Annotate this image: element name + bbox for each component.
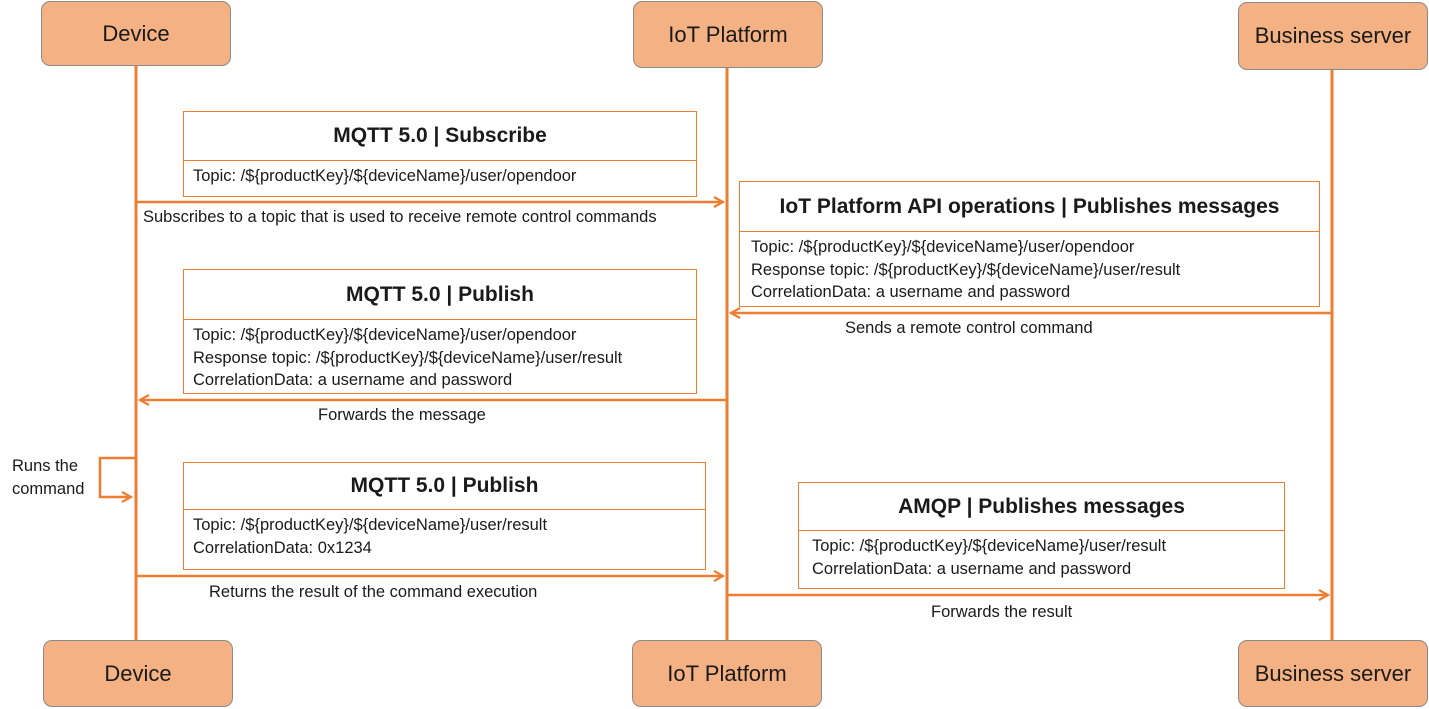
send-command-arrow-label: Sends a remote control command	[845, 319, 1093, 337]
actor-business-server-label: Business server	[1254, 23, 1412, 48]
amqp-publish-topic: Topic: /${productKey}/${deviceName}/user…	[812, 537, 1167, 555]
result-publish-correlation: CorrelationData: 0x1234	[193, 538, 372, 557]
actor-iot-platform-top: IoT Platform	[633, 1, 823, 68]
actor-device-bottom: Device	[43, 640, 233, 707]
run-command-loop	[98, 456, 136, 497]
actor-iot-platform-bottom: IoT Platform	[632, 640, 822, 707]
amqp-publish-correlation: CorrelationData: a username and password	[812, 559, 1132, 578]
result-publish-topic: Topic: /${productKey}/${deviceName}/user…	[193, 516, 548, 534]
actor-business-server-label: Business server	[1254, 660, 1412, 686]
forward-publish-title: MQTT 5.0 | Publish	[184, 270, 696, 320]
run-command-label: Runs the command	[12, 455, 84, 501]
forward-publish-correlation: CorrelationData: a username and password	[193, 371, 513, 389]
forward-publish-body: Topic: /${productKey}/${deviceName}/user…	[184, 320, 696, 392]
api-publish-response-topic: Response topic: /${productKey}/${deviceN…	[751, 260, 1181, 279]
forward-result-arrow-label: Forwards the result	[931, 603, 1073, 621]
result-publish-message-box: MQTT 5.0 | Publish Topic: /${productKey}…	[183, 462, 706, 570]
api-publish-body: Topic: /${productKey}/${deviceName}/user…	[740, 232, 1319, 304]
subscribe-body: Topic: /${productKey}/${deviceName}/user…	[184, 161, 696, 188]
subscribe-topic: Topic: /${productKey}/${deviceName}/user…	[193, 167, 577, 185]
run-command-label-line2: command	[12, 480, 85, 498]
subscribe-message-box: MQTT 5.0 | Subscribe Topic: /${productKe…	[183, 111, 697, 197]
result-publish-title: MQTT 5.0 | Publish	[184, 463, 705, 510]
actor-iot-platform-label: IoT Platform	[667, 660, 787, 686]
subscribe-title: MQTT 5.0 | Subscribe	[184, 112, 696, 161]
amqp-publish-title: AMQP | Publishes messages	[799, 483, 1284, 531]
actor-business-server-top: Business server	[1238, 2, 1428, 70]
api-publish-topic: Topic: /${productKey}/${deviceName}/user…	[751, 238, 1135, 256]
api-publish-title: IoT Platform API operations | Publishes …	[740, 182, 1319, 232]
amqp-publish-message-box: AMQP | Publishes messages Topic: /${prod…	[798, 482, 1285, 589]
result-publish-body: Topic: /${productKey}/${deviceName}/user…	[184, 510, 705, 559]
actor-device-label: Device	[102, 20, 170, 46]
amqp-publish-body: Topic: /${productKey}/${deviceName}/user…	[799, 531, 1284, 580]
run-command-label-line1: Runs the	[12, 457, 79, 475]
actor-device-label: Device	[104, 660, 172, 686]
actor-iot-platform-label: IoT Platform	[668, 21, 788, 47]
forward-publish-topic: Topic: /${productKey}/${deviceName}/user…	[193, 326, 577, 344]
forward-publish-message-box: MQTT 5.0 | Publish Topic: /${productKey}…	[183, 269, 697, 394]
api-publish-message-box: IoT Platform API operations | Publishes …	[739, 181, 1320, 307]
subscribe-arrow-label: Subscribes to a topic that is used to re…	[143, 208, 657, 226]
actor-business-server-bottom: Business server	[1238, 640, 1428, 707]
forward-message-arrow-label: Forwards the message	[318, 406, 486, 424]
return-result-arrow-label: Returns the result of the command execut…	[209, 583, 538, 601]
forward-publish-response-topic: Response topic: /${productKey}/${deviceN…	[193, 348, 623, 367]
actor-device-top: Device	[41, 1, 231, 66]
api-publish-correlation: CorrelationData: a username and password	[751, 283, 1071, 301]
